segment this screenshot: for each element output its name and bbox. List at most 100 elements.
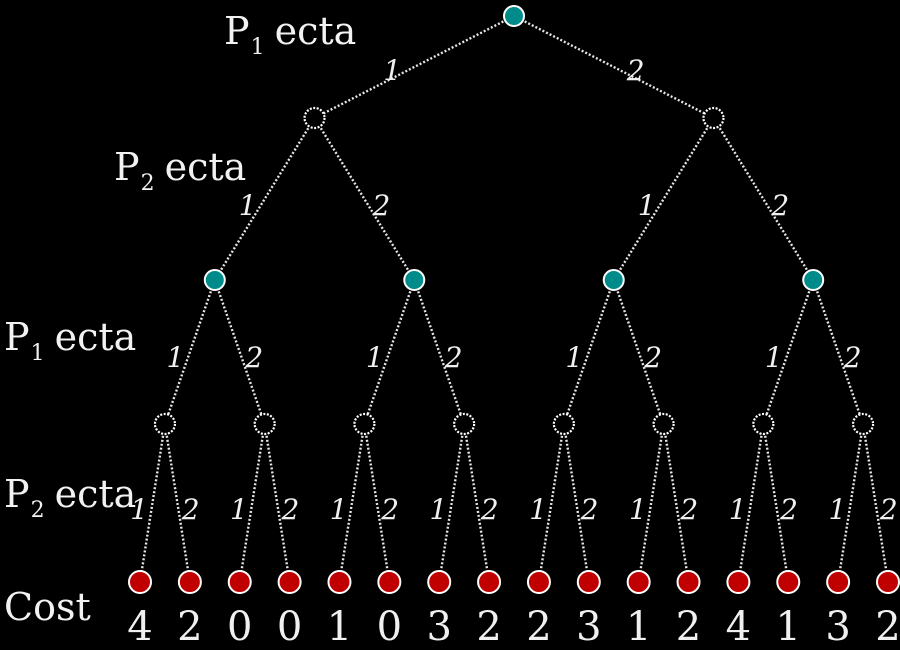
branch-label: 2: [380, 493, 399, 526]
tree-edge: [213, 117, 316, 281]
decision-node: [552, 412, 575, 436]
branch-label: 1: [130, 493, 148, 526]
edge-layer: [138, 14, 890, 583]
chance-node: [802, 269, 825, 291]
tree-edge: [762, 279, 815, 425]
branch-label: 2: [879, 493, 898, 526]
leaf-node: [427, 570, 452, 594]
leaf-node: [177, 570, 202, 594]
tree-edge: [513, 14, 715, 120]
branch-label: 1: [239, 189, 257, 222]
decision-node: [652, 412, 675, 436]
tree-edge: [537, 423, 566, 583]
branch-label: 1: [828, 493, 846, 526]
branch-label: 2: [580, 493, 599, 526]
branch-label: 2: [770, 189, 789, 222]
leaf-node: [327, 570, 352, 594]
tree-edge: [263, 423, 291, 583]
branch-label: 2: [643, 341, 662, 374]
branch-label: 2: [480, 493, 499, 526]
leaf-node: [776, 570, 801, 594]
cost-value: 4: [726, 604, 751, 650]
branch-label: 1: [638, 189, 656, 222]
branch-label: 2: [181, 493, 200, 526]
decision-node: [453, 412, 476, 436]
decision-node: [253, 412, 276, 436]
leaf-node: [626, 570, 651, 594]
tree-edge: [313, 14, 515, 120]
tree-edge: [213, 279, 266, 425]
decision-node: [851, 412, 875, 436]
leaf-node: [526, 570, 551, 594]
branch-label: 1: [166, 341, 184, 374]
leaf-node: [576, 570, 601, 594]
tree-edge: [562, 279, 615, 425]
cost-value: 2: [177, 604, 202, 650]
leaf-node: [676, 570, 701, 594]
branch-label: 2: [244, 341, 263, 374]
leaf-node: [826, 570, 851, 594]
leaf-node: [726, 570, 751, 594]
tree-edge: [861, 423, 890, 583]
tree-edge: [163, 423, 192, 583]
leaf-node: [377, 570, 402, 594]
cost-value: 2: [676, 604, 701, 650]
branch-label: 1: [330, 493, 348, 526]
tree-edge: [138, 423, 167, 583]
branch-label: 2: [843, 341, 862, 374]
cost-value: 0: [227, 604, 252, 650]
cost-value: 2: [526, 604, 551, 650]
leaf-node: [277, 570, 302, 594]
branch-label: 1: [230, 493, 248, 526]
cost-value: 2: [875, 604, 900, 650]
cost-value: 1: [776, 604, 801, 650]
node-layer: [128, 5, 900, 594]
cost-value: 3: [825, 604, 850, 650]
branch-label: 1: [366, 341, 384, 374]
branch-label: 1: [430, 493, 448, 526]
branch-label: 1: [383, 54, 401, 87]
cost-value: 2: [476, 604, 501, 650]
tree-edge: [313, 117, 416, 281]
leaf-node: [128, 570, 152, 594]
tree-edge: [163, 279, 216, 425]
tree-edge: [338, 423, 366, 583]
branch-label: 1: [565, 341, 583, 374]
branch-label: 1: [529, 493, 547, 526]
tree-edge: [462, 423, 491, 583]
tree-edge: [612, 279, 665, 425]
leaf-node: [227, 570, 252, 594]
decision-node: [303, 106, 326, 130]
branch-label: 2: [444, 341, 463, 374]
leaf-node: [876, 570, 900, 594]
tree-edge: [562, 423, 590, 583]
chance-node: [403, 269, 426, 291]
decision-node: [153, 412, 177, 436]
tree-edge: [363, 423, 391, 583]
tree-edge: [438, 423, 466, 583]
leaf-node: [477, 570, 502, 594]
branch-label: 2: [679, 493, 698, 526]
cost-value: 3: [426, 604, 451, 650]
branch-label: 1: [629, 493, 647, 526]
cost-value: 1: [327, 604, 352, 650]
decision-node: [353, 412, 376, 436]
tree-edge: [812, 279, 865, 425]
tree-edge: [637, 423, 665, 583]
tree-edge: [712, 117, 815, 281]
decision-node: [702, 106, 725, 130]
row-label-cost: Cost: [4, 585, 91, 629]
decision-node: [752, 412, 775, 436]
branch-label: 1: [765, 341, 783, 374]
branch-label: 2: [371, 189, 390, 222]
branch-label: 1: [729, 493, 747, 526]
branch-label: 2: [779, 493, 798, 526]
chance-node: [203, 269, 226, 291]
